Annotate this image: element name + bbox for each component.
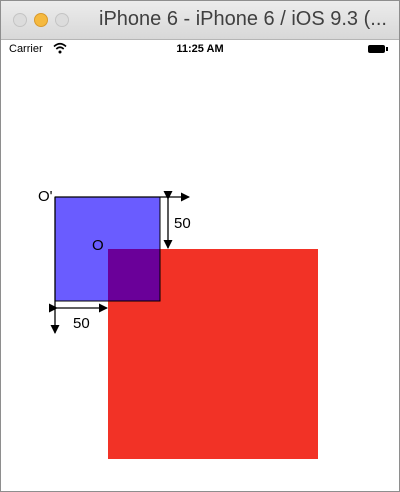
battery-icon (368, 45, 388, 53)
status-bar: Carrier 11:25 AM (1, 40, 399, 60)
offset-x-label: 50 (73, 315, 90, 332)
zoom-button[interactable] (55, 13, 69, 27)
window-title: iPhone 6 - iPhone 6 / iOS 9.3 (... (99, 8, 387, 30)
origin-prime-label: O' (38, 188, 53, 205)
wifi-icon (53, 42, 67, 54)
title-bar: iPhone 6 - iPhone 6 / iOS 9.3 (... (1, 1, 399, 40)
overlap-region (108, 249, 160, 301)
close-button[interactable] (13, 13, 27, 27)
minimize-button[interactable] (34, 13, 48, 27)
carrier-label: Carrier (9, 43, 43, 55)
offset-y-label: 50 (174, 215, 191, 232)
origin-label: O (92, 237, 104, 254)
status-time: 11:25 AM (176, 43, 224, 55)
